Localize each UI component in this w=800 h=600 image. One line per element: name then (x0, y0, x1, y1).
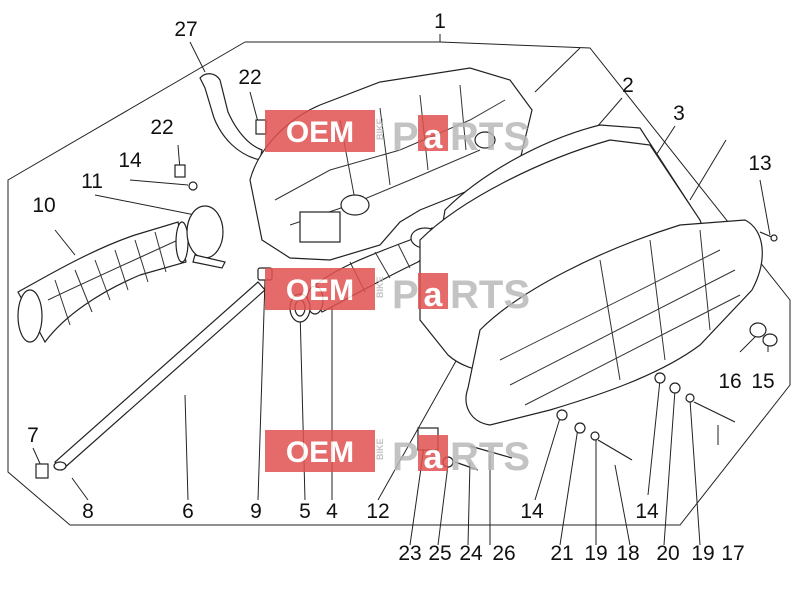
callout-14b: 14 (520, 500, 544, 523)
callout-12: 12 (366, 500, 389, 523)
clip-15-16 (749, 322, 778, 347)
airbox-cover (465, 219, 763, 426)
svg-text:OEM: OEM (286, 274, 354, 307)
svg-text:a: a (424, 438, 444, 476)
callout-14a: 14 (118, 149, 142, 172)
callout-3: 3 (673, 102, 685, 125)
callout-25: 25 (428, 542, 451, 565)
callout-19a: 19 (584, 542, 607, 565)
svg-text:RTS: RTS (450, 273, 530, 317)
callout-8: 8 (82, 500, 94, 523)
svg-text:OEM: OEM (286, 436, 354, 469)
callout-23: 23 (398, 542, 421, 565)
assembly-frame (7, 41, 791, 526)
svg-text:RTS: RTS (450, 115, 530, 159)
svg-text:BIKE: BIKE (375, 438, 385, 460)
callout-15: 15 (751, 370, 774, 393)
callout-5: 5 (299, 500, 311, 523)
callout-21: 21 (550, 542, 573, 565)
callout-13: 13 (748, 152, 771, 175)
svg-text:P: P (392, 115, 419, 159)
callout-19b: 19 (691, 542, 714, 565)
callout-16: 16 (718, 370, 741, 393)
callout-24: 24 (459, 542, 483, 565)
callout-26: 26 (492, 542, 515, 565)
callout-22b: 22 (150, 116, 173, 139)
watermark-top: OEM BIKE P a RTS (265, 110, 530, 159)
callout-17: 17 (721, 542, 744, 565)
callout-27: 27 (174, 18, 197, 41)
svg-text:BIKE: BIKE (375, 276, 385, 298)
callout-6: 6 (182, 500, 194, 523)
leader-lines (32, 34, 771, 546)
drain-tube (54, 281, 266, 471)
washer-14-upper (188, 181, 198, 191)
callout-14c: 14 (635, 500, 659, 523)
svg-text:RTS: RTS (450, 435, 530, 479)
breather-tube (199, 73, 263, 161)
callout-11: 11 (81, 170, 103, 193)
callout-7: 7 (27, 424, 39, 447)
intake-hose (17, 221, 189, 344)
watermark-middle: OEM BIKE P a RTS (265, 268, 530, 317)
callout-2: 2 (622, 74, 634, 97)
screw-13 (759, 231, 778, 242)
watermark-bottom: OEM BIKE P a RTS (265, 430, 530, 479)
callout-22a: 22 (238, 66, 261, 89)
svg-text:a: a (424, 118, 444, 156)
callout-9: 9 (250, 500, 262, 523)
svg-text:a: a (424, 276, 444, 314)
drain-plug (35, 461, 67, 479)
callout-18: 18 (616, 542, 639, 565)
svg-text:BIKE: BIKE (375, 118, 385, 140)
callout-20: 20 (656, 542, 679, 565)
svg-text:P: P (392, 273, 419, 317)
callout-1: 1 (434, 10, 446, 33)
svg-text:OEM: OEM (286, 116, 354, 149)
callout-4: 4 (326, 500, 338, 523)
svg-text:P: P (392, 435, 419, 479)
hose-clamp (186, 205, 226, 269)
callout-10: 10 (32, 194, 55, 217)
callout-labels: 1 2 3 4 5 6 7 8 9 10 11 12 13 14 14 14 1… (27, 10, 775, 565)
